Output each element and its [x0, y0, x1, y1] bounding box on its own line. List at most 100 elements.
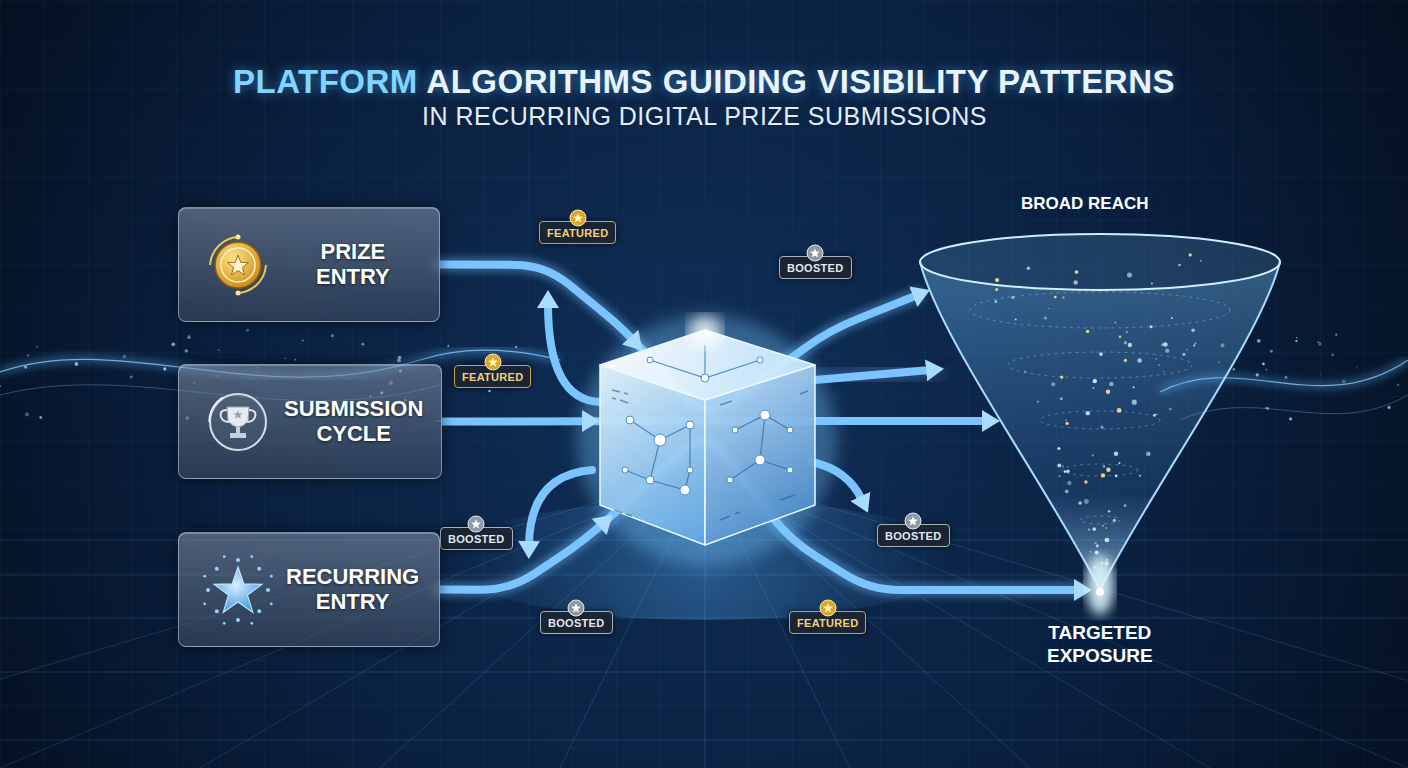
funnel-particle: [1127, 273, 1132, 278]
funnel-particle: [995, 288, 998, 291]
particle: [302, 339, 304, 341]
cube-spark: [689, 316, 721, 348]
badge-star: [571, 603, 581, 612]
funnel-particle: [1106, 467, 1110, 471]
funnel-particle: [1099, 352, 1103, 356]
particle: [1296, 337, 1298, 339]
particle: [1331, 353, 1334, 356]
funnel-particle: [1092, 527, 1096, 531]
subtitle-text: IN RECURRING DIGITAL PRIZE SUBMISSIONS: [422, 102, 987, 131]
funnel-particle: [1066, 469, 1069, 472]
funnel-particle: [1059, 475, 1061, 477]
funnel-particle: [1073, 280, 1078, 285]
funnel-particle: [1086, 330, 1089, 333]
funnel-particle: [1156, 413, 1158, 415]
badge-pill: FEATURED: [789, 611, 866, 634]
particle: [1257, 339, 1261, 343]
particle: [1397, 384, 1399, 386]
badge-pill: BOOSTED: [440, 527, 513, 550]
particle: [1262, 363, 1265, 366]
coin-star: [228, 255, 249, 275]
flow-arrow: [529, 470, 592, 545]
funnel-particle: [1137, 358, 1142, 363]
badge-star-disc: [820, 600, 836, 616]
particle: [447, 345, 449, 347]
funnel-particle: [1057, 464, 1061, 468]
particle: [75, 362, 79, 366]
badge-star-disc: [570, 210, 586, 226]
funnel-particle: [1105, 538, 1110, 543]
funnel-particle: [1105, 527, 1107, 529]
trophy-ring: [210, 394, 266, 450]
funnel-particle: [1114, 321, 1116, 323]
funnel-particle: [1106, 390, 1110, 394]
funnel-label: BROAD REACH: [1021, 194, 1149, 214]
cube-network: [625, 345, 790, 490]
funnel-particle: [1084, 480, 1087, 483]
trophy-cup: [227, 407, 249, 427]
funnel-particle: [1092, 454, 1094, 456]
star-sparkle: [250, 622, 253, 625]
funnel-particle: [1171, 317, 1173, 319]
funnel-tip: [1096, 588, 1104, 596]
particle: [187, 335, 191, 339]
funnel-particle: [1011, 296, 1014, 299]
badge-pill: BOOSTED: [540, 611, 613, 634]
funnel-particle: [1200, 260, 1202, 262]
badge-pill: BOOSTED: [779, 256, 852, 279]
particle: [515, 346, 517, 348]
box-icon: [193, 377, 283, 467]
badge-star: [810, 248, 820, 257]
funnel-particle: [1057, 447, 1060, 450]
box-icon: [193, 220, 283, 310]
badge-star-disc: [468, 516, 484, 532]
funnel-particle: [1065, 422, 1068, 425]
coin-rim: [221, 248, 255, 282]
funnel-particle: [1067, 481, 1071, 485]
funnel-body: [920, 262, 1280, 590]
funnel-particle: [1124, 504, 1127, 507]
badge-text: FEATURED: [462, 371, 523, 383]
particle: [163, 367, 166, 370]
funnel-tip-glow: [1086, 555, 1114, 615]
badge-text: BOOSTED: [548, 617, 605, 629]
funnel-shape: BROAD REACH TARGETED EXPOSURE: [900, 190, 1300, 670]
funnel-ring: [1080, 516, 1120, 524]
particle: [185, 349, 188, 352]
funnel-particle: [1146, 451, 1151, 456]
funnel-particle: [1139, 475, 1141, 477]
badge-star-icon: [567, 599, 585, 617]
star-sparkle: [236, 558, 240, 562]
funnel-rim: [920, 234, 1280, 290]
funnel-particle: [1163, 342, 1168, 347]
funnel-particle: [1195, 343, 1197, 345]
badge-text: BOOSTED: [885, 530, 942, 542]
funnel-label: TARGETED EXPOSURE: [1047, 622, 1153, 668]
badge-text: BOOSTED: [787, 262, 844, 274]
star-sparkle: [223, 622, 226, 625]
badge-star: [488, 357, 498, 366]
badge-text: BOOSTED: [448, 533, 505, 545]
particle: [1285, 376, 1288, 379]
badge-star-icon: [569, 209, 587, 227]
funnel-particle: [1027, 266, 1031, 270]
funnel-particle: [1150, 325, 1153, 328]
trophy-star: [233, 410, 243, 419]
funnel-graphic: [900, 190, 1300, 670]
funnel-particle: [1092, 387, 1094, 389]
funnel-particle: [1065, 490, 1069, 494]
particle: [1342, 379, 1346, 383]
particle: [39, 416, 42, 419]
particle: [1387, 406, 1390, 409]
coin-ring-dot: [236, 235, 241, 240]
funnel-particle: [1095, 550, 1099, 554]
funnel-particle: [1193, 345, 1195, 347]
funnel-particle: [1102, 525, 1104, 527]
process-box: SUBMISSION CYCLE: [178, 364, 442, 479]
badge-pill: FEATURED: [454, 365, 531, 388]
particle: [0, 385, 1, 386]
funnel-particle: [1062, 296, 1064, 298]
funnel-particle: [1037, 401, 1039, 403]
star-sparkle: [257, 609, 261, 613]
star-sparkle: [223, 555, 226, 558]
